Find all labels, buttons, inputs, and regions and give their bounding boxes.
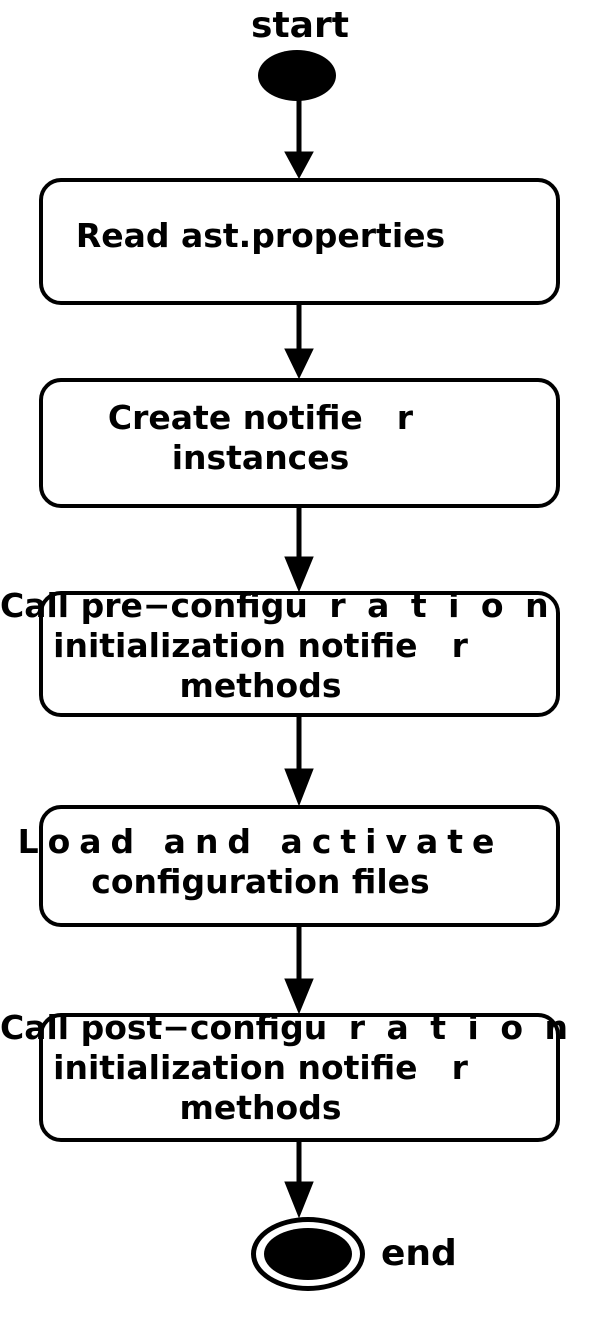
- activity-node-create-notifier-instances-label: Create notifie r instances: [0, 398, 521, 478]
- node-text-line: methods: [179, 1088, 342, 1127]
- activity-node-post-configuration-init[interactable]: [39, 1013, 560, 1142]
- node-text-segment: Create notifie: [107, 398, 363, 437]
- start-node[interactable]: [258, 50, 336, 101]
- node-text-segment: initialization notifie: [53, 626, 418, 665]
- end-node-inner-disc[interactable]: [264, 1228, 352, 1280]
- node-text-line: configuration files: [91, 862, 430, 901]
- node-text-line: initialization notifie r: [0, 1048, 521, 1088]
- activity-node-pre-configuration-init[interactable]: [39, 591, 560, 717]
- node-text-segment: u r a t i o n: [303, 1008, 574, 1047]
- node-text-line: initialization notifie r: [0, 626, 521, 666]
- node-text-segment: r: [396, 398, 414, 437]
- node-text-line: instances: [171, 438, 350, 477]
- activity-node-pre-configuration-init-label: Call pre−configu r a t i o n initializat…: [0, 586, 549, 706]
- activity-node-create-notifier-instances[interactable]: [39, 378, 560, 508]
- node-text-line: Call pre−configu r a t i o n: [0, 586, 549, 626]
- node-text-line: Load and activate: [17, 822, 504, 861]
- activity-node-read-properties[interactable]: [39, 178, 560, 305]
- node-text-line: Read ast.properties: [75, 216, 446, 255]
- end-node-label: end: [381, 1233, 457, 1274]
- node-text-segment: Call post−config: [0, 1008, 304, 1047]
- node-text-segment: u r a t i o n: [284, 586, 554, 625]
- activity-node-read-properties-label: Read ast.properties: [0, 216, 521, 256]
- node-text-line: Create notifie r: [0, 398, 521, 438]
- node-text-segment: r: [451, 626, 468, 665]
- activity-node-load-activate-config[interactable]: [39, 805, 560, 927]
- start-node-label: start: [251, 5, 349, 46]
- activity-node-load-activate-config-label: Load and activate configuration files: [0, 822, 521, 902]
- node-text-segment: r: [451, 1048, 468, 1087]
- node-text-segment: Call pre−config: [0, 586, 285, 625]
- node-text-line: methods: [179, 666, 342, 705]
- activity-node-post-configuration-init-label: Call post−configu r a t i o n initializa…: [0, 1008, 568, 1128]
- node-text-segment: initialization notifie: [53, 1048, 418, 1087]
- node-text-line: Call post−configu r a t i o n: [0, 1008, 568, 1048]
